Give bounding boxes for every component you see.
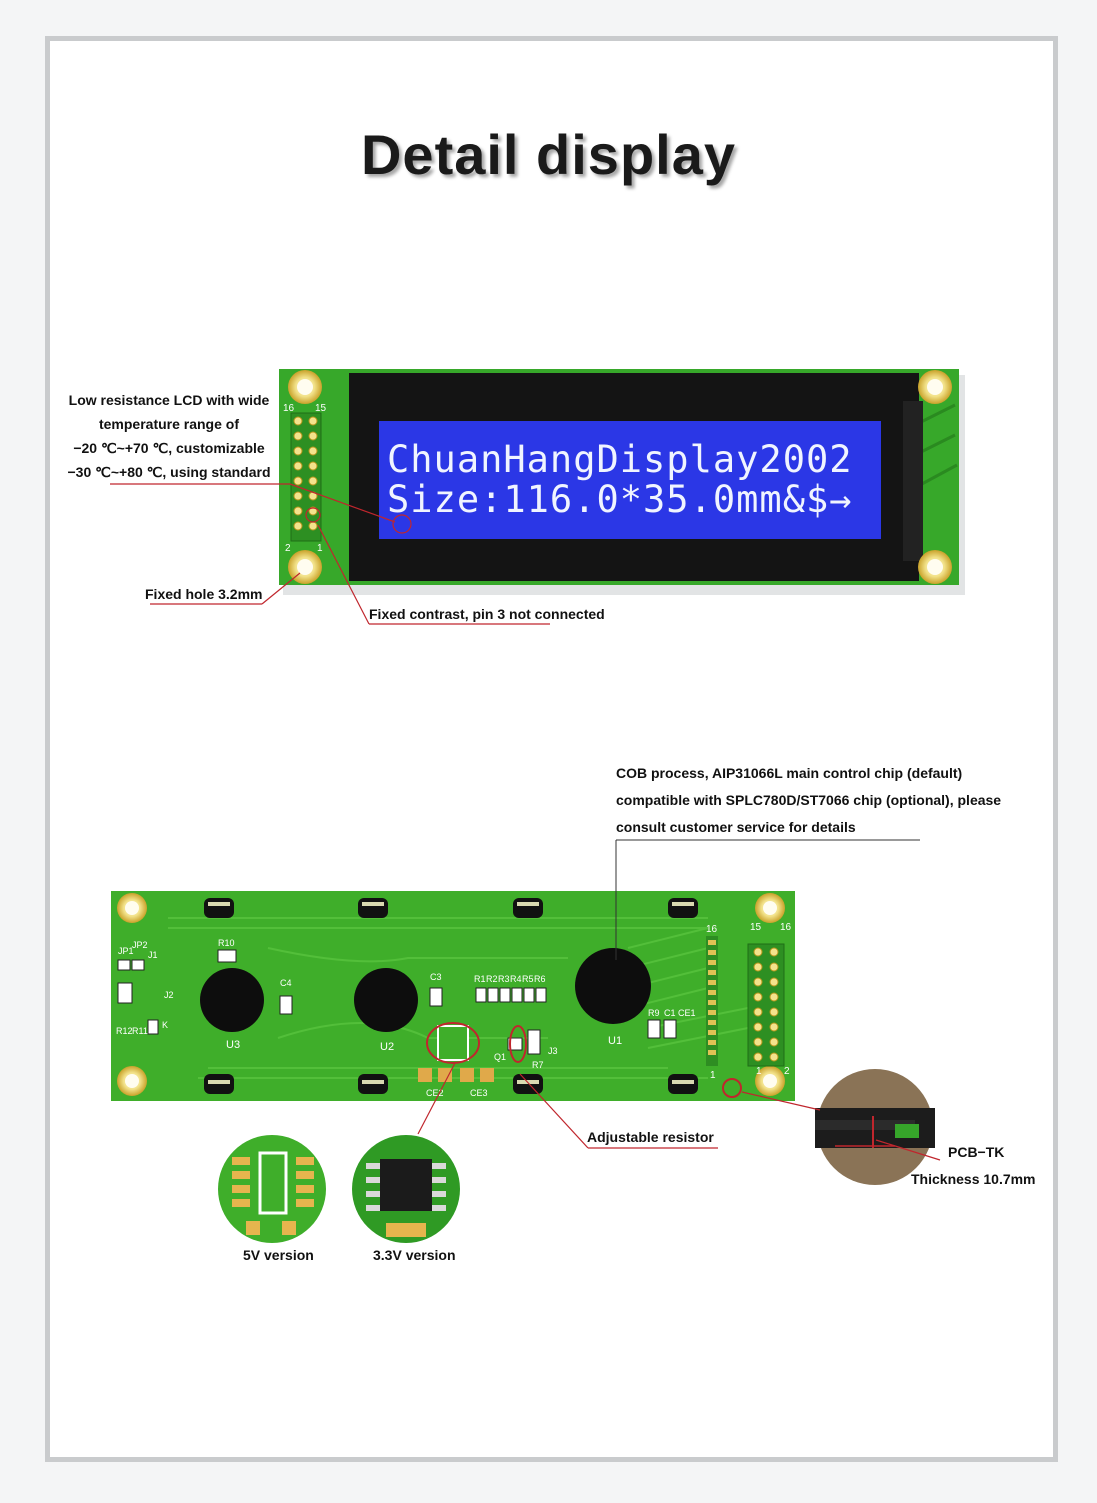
pcb-label-r6: R6 <box>534 974 546 984</box>
cob-line-2: compatible with SPLC780D/ST7066 chip (op… <box>616 792 1002 808</box>
pcb-label-j2: J2 <box>164 990 174 1000</box>
cob-chip-u3 <box>200 968 264 1032</box>
pcb-label-16b: 16 <box>780 922 792 933</box>
version-3v3-label: 3.3V version <box>373 1247 456 1263</box>
lcd-module-front: 16 15 2 1 <box>279 369 965 595</box>
pcb-label-ce2: CE2 <box>426 1088 444 1098</box>
pcb-label-2: 2 <box>784 1066 790 1077</box>
version-5v-label: 5V version <box>243 1247 314 1263</box>
pcb-label-15: 15 <box>750 922 762 933</box>
temperature-callout: Low resistance LCD with wide temperature… <box>60 388 278 484</box>
pcb-label-ce1: CE1 <box>678 1008 696 1018</box>
pcb-label-16: 16 <box>706 924 718 935</box>
pin-label-15: 15 <box>315 403 327 414</box>
temperature-line-3: −20 ℃~+70 ℃, customizable <box>73 440 265 456</box>
top-callout-lines <box>110 483 550 625</box>
pcb-label-r11: R11 <box>132 1026 148 1036</box>
bottom-callout-lines <box>417 839 941 1161</box>
pcb-label-c4: C4 <box>280 978 292 988</box>
pcb-label-j3: J3 <box>548 1046 558 1056</box>
pin-label-16: 16 <box>283 403 295 414</box>
pcb-label-u3: U3 <box>226 1039 240 1051</box>
cob-line-1: COB process, AIP31066L main control chip… <box>616 765 963 781</box>
pin-label-2: 2 <box>285 543 291 554</box>
pcb-label-r5: R5 <box>522 974 534 984</box>
page-title: Detail display <box>360 123 737 186</box>
lcd-line-1: ChuanHangDisplay2002 <box>387 438 853 481</box>
pcb-label-q1: Q1 <box>494 1052 506 1062</box>
adjustable-resistor-callout: Adjustable resistor <box>587 1129 714 1145</box>
fixed-contrast-callout: Fixed contrast, pin 3 not connected <box>369 606 605 622</box>
mount-hole-icon <box>117 893 785 1096</box>
cob-line-3: consult customer service for details <box>616 819 856 835</box>
pcb-label-r12: R12 <box>116 1026 133 1036</box>
temperature-line-4: −30 ℃~+80 ℃, using standard <box>67 464 271 480</box>
pcb-label-jp2: JP2 <box>132 940 148 950</box>
pcb-label-r2: R2 <box>486 974 498 984</box>
thickness-callout: Thickness 10.7mm <box>911 1171 1036 1187</box>
pcb-label-r9: R9 <box>648 1008 660 1018</box>
pcb-label-c1: C1 <box>664 1008 676 1018</box>
pcb-label-c3: C3 <box>430 972 442 982</box>
pcb-label-r3: R3 <box>498 974 510 984</box>
pcb-label-r10: R10 <box>218 938 235 948</box>
cob-chip-u1 <box>575 948 651 1024</box>
pcb-label-k: K <box>162 1020 168 1030</box>
pcb-tk-callout: PCB−TK <box>948 1144 1005 1160</box>
pcb-label-ce3: CE3 <box>470 1088 488 1098</box>
pin-label-1: 1 <box>317 543 323 554</box>
temperature-line-1: Low resistance LCD with wide <box>68 392 270 408</box>
fixed-hole-callout: Fixed hole 3.2mm <box>145 586 263 602</box>
cob-chip-u2 <box>354 968 418 1032</box>
pcb-label-r1: R1 <box>474 974 486 984</box>
page-frame <box>45 36 1058 1462</box>
temperature-line-2: temperature range of <box>98 416 240 432</box>
zoom-5v-version <box>218 1135 326 1243</box>
pcb-label-u2: U2 <box>380 1041 394 1053</box>
pcb-label-1b: 1 <box>756 1066 762 1077</box>
zoom-pcb-thickness <box>815 1069 935 1185</box>
pcb-label-u1: U1 <box>608 1035 622 1047</box>
zoom-3v3-version <box>352 1135 460 1243</box>
pin-header <box>293 416 318 531</box>
lcd-screen <box>379 421 881 539</box>
pcb-label-r4: R4 <box>510 974 522 984</box>
pcb-label-jp1: JP1 <box>118 946 134 956</box>
pcb-label-j1: J1 <box>148 950 158 960</box>
pcb-label-1: 1 <box>710 1070 716 1081</box>
cob-callout: COB process, AIP31066L main control chip… <box>616 760 1001 841</box>
lcd-line-2: Size:116.0*35.0mm&$→ <box>387 478 853 521</box>
pcb-label-r7: R7 <box>532 1060 544 1070</box>
